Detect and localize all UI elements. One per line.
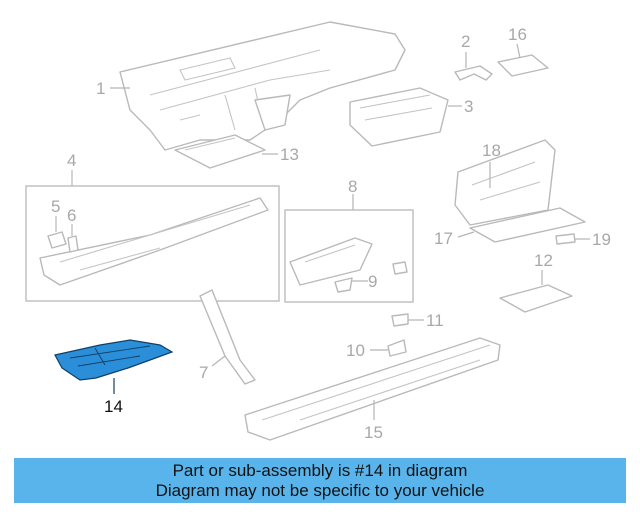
part-16-cover — [497, 54, 549, 77]
part-1-instrument-panel — [119, 21, 406, 151]
part-13-tray — [174, 134, 266, 169]
callout-9: 9 — [368, 272, 377, 291]
callout-16: 16 — [508, 25, 527, 44]
callout-13: 13 — [280, 145, 299, 164]
part-10-clip — [387, 339, 407, 357]
callout-11: 11 — [426, 311, 444, 330]
callout-14: 14 — [104, 397, 123, 416]
parts-diagram: 1 2 3 4 5 6 7 8 9 10 11 12 13 14 15 16 1… — [25, 21, 611, 442]
callout-5: 5 — [51, 197, 60, 216]
leader-lines — [55, 43, 590, 420]
part-11-clip — [391, 313, 409, 327]
callout-6: 6 — [67, 206, 76, 225]
part-8-group — [284, 209, 414, 303]
part-19-screw — [555, 233, 576, 245]
callout-12: 12 — [534, 251, 553, 270]
callout-15: 15 — [364, 423, 383, 442]
callout-18: 18 — [482, 141, 501, 160]
part-2-handle — [454, 65, 493, 81]
callout-2: 2 — [461, 32, 470, 51]
part-15-console — [244, 337, 501, 441]
callout-4: 4 — [67, 151, 76, 170]
callout-8: 8 — [348, 177, 357, 196]
part-4-group — [25, 185, 280, 302]
callout-17: 17 — [434, 229, 453, 248]
callout-10: 10 — [346, 341, 365, 360]
callout-3: 3 — [464, 97, 473, 116]
callout-7: 7 — [199, 363, 208, 382]
part-17-glove-box — [454, 139, 586, 243]
part-14-highlighted — [54, 339, 174, 381]
callout-1: 1 — [96, 79, 105, 98]
banner-line-2: Diagram may not be specific to your vehi… — [155, 481, 485, 500]
callout-19: 19 — [592, 230, 611, 249]
part-3-bezel — [349, 87, 449, 147]
banner-line-1: Part or sub-assembly is #14 in diagram — [172, 461, 468, 480]
info-banner: Part or sub-assembly is #14 in diagram D… — [14, 458, 626, 503]
part-12-compartment — [499, 284, 573, 313]
